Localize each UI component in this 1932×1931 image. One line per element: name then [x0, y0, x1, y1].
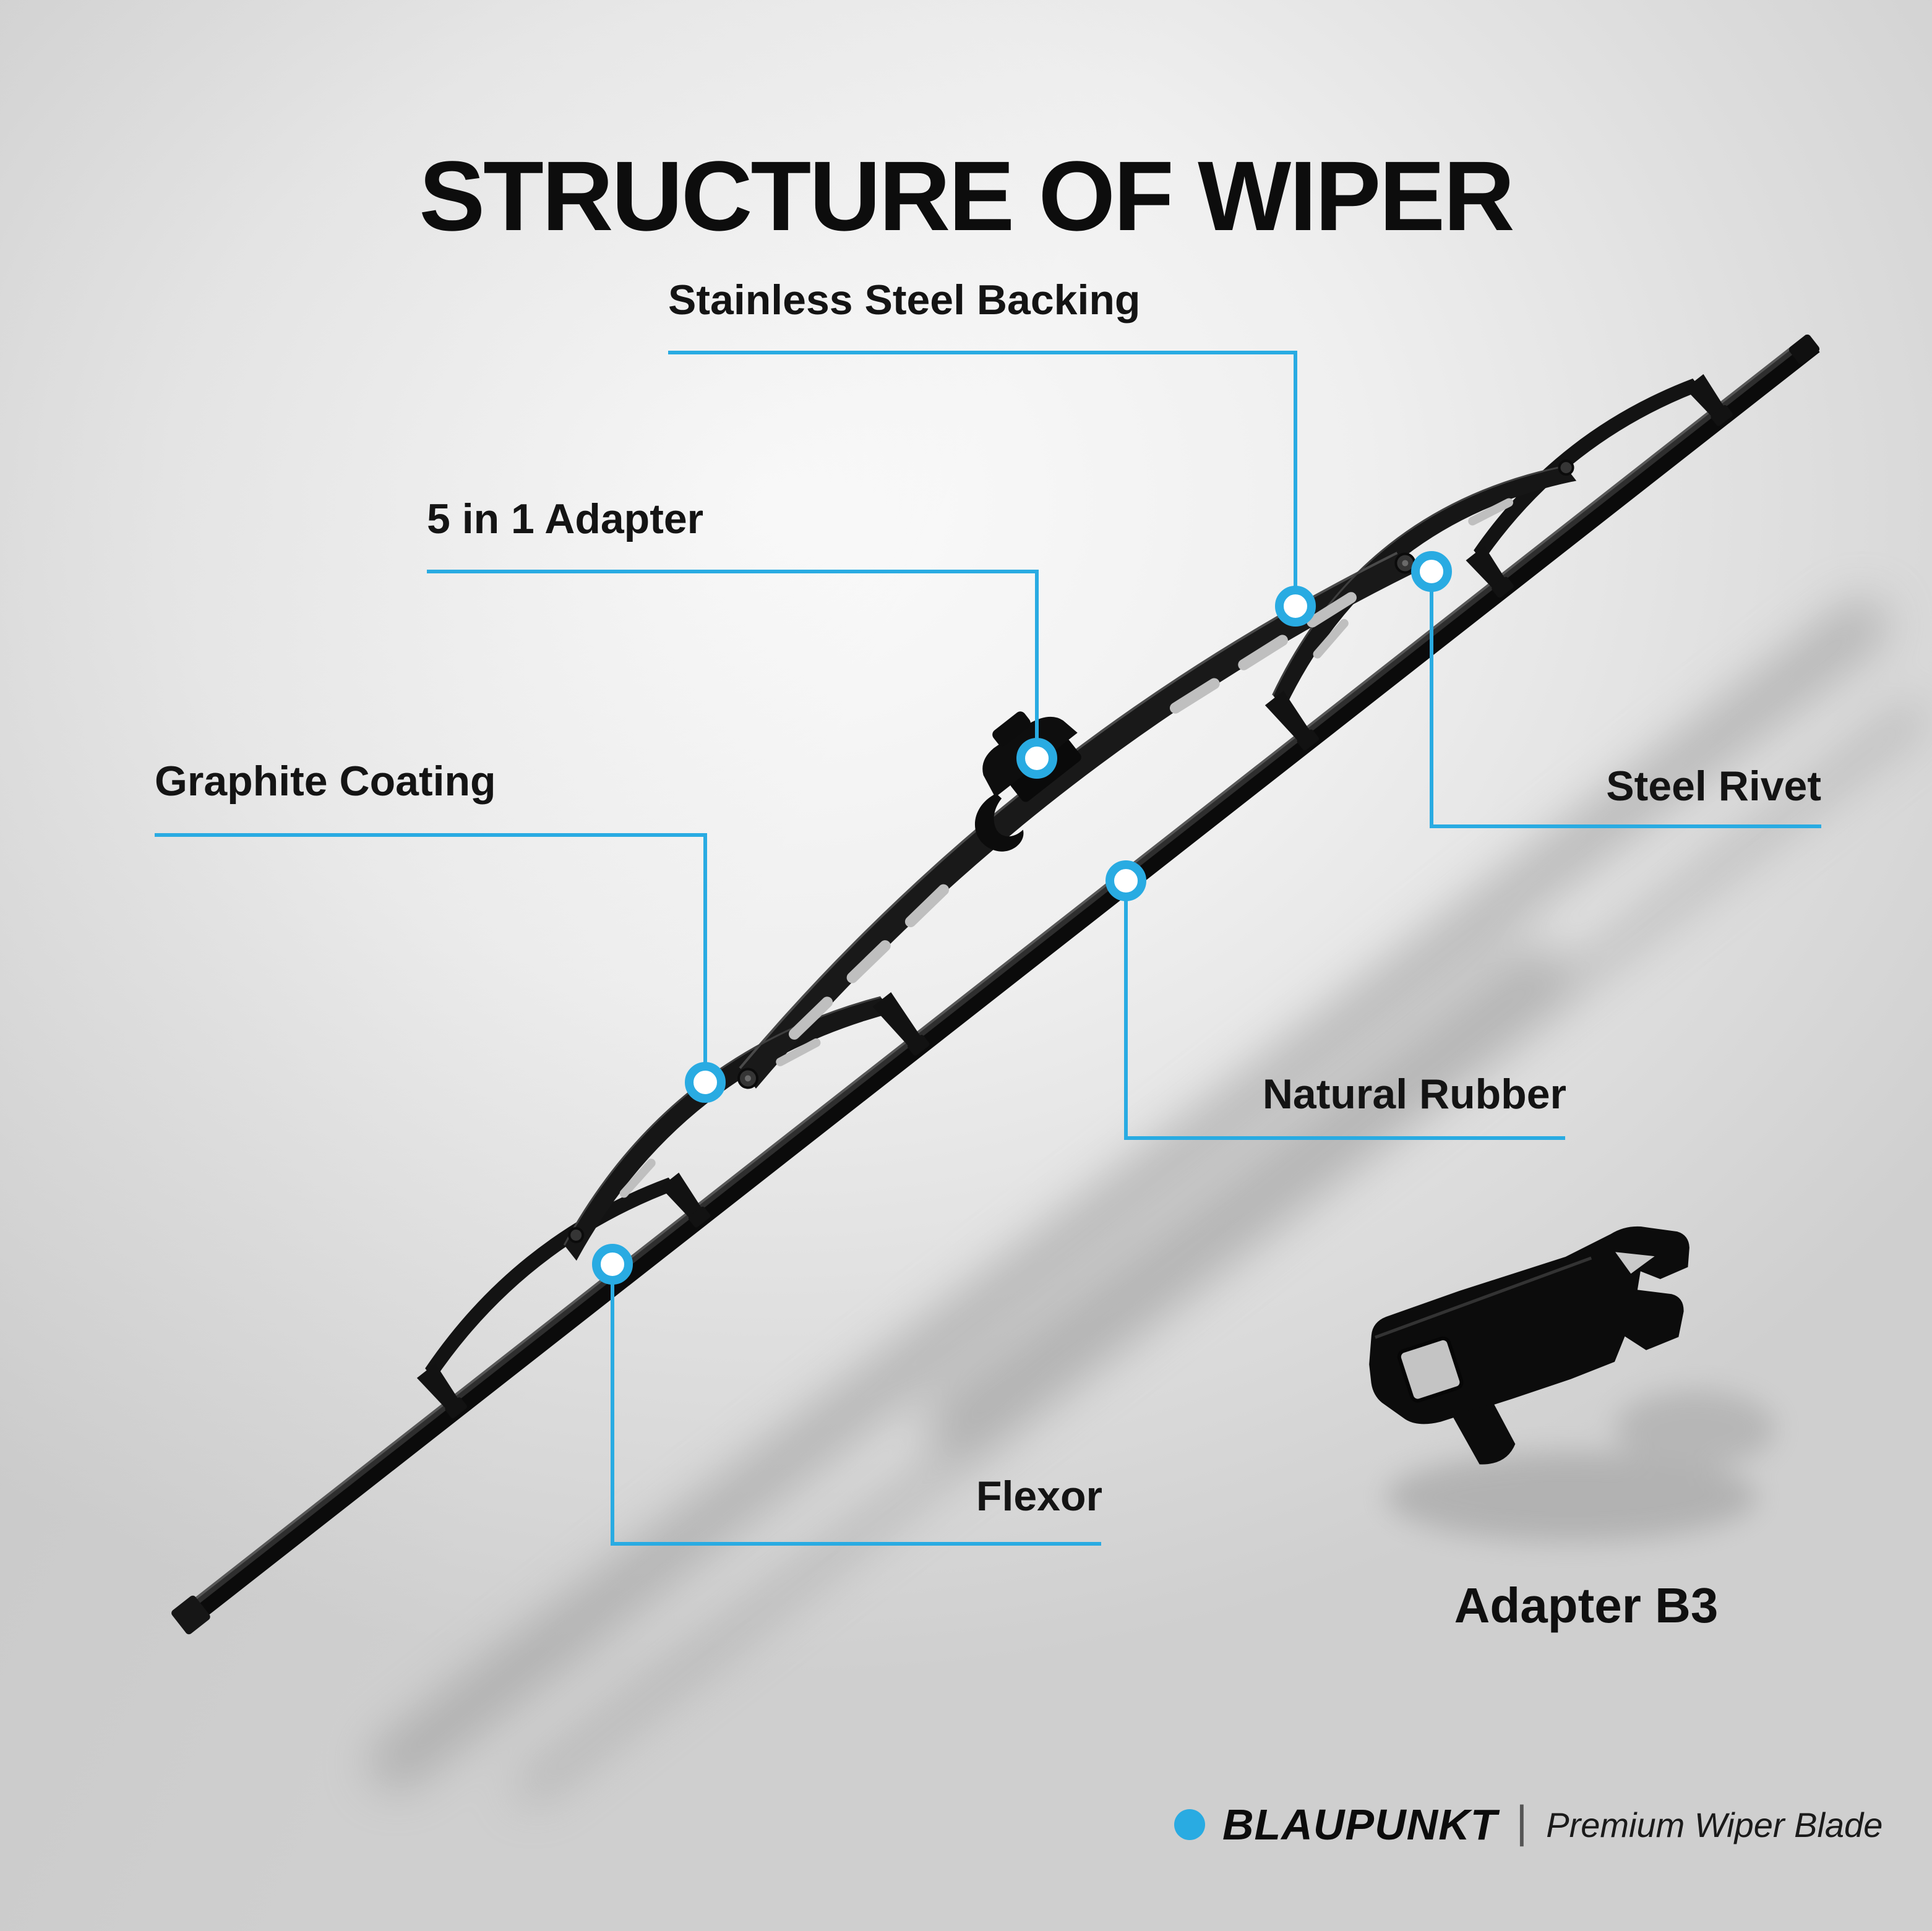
tertiary-yoke-left: [425, 1177, 678, 1381]
bracket-slots: [619, 498, 1513, 1198]
marker-dot-flexor: [592, 1244, 633, 1285]
callout-graphite-coating: Graphite Coating: [155, 758, 496, 805]
blaupunkt-dot-icon: [1174, 1809, 1205, 1840]
callout-5-in-1-adapter: 5 in 1 Adapter: [427, 495, 704, 542]
callout-natural-rubber: Natural Rubber: [1262, 1071, 1566, 1118]
leader-line-graphite: [155, 833, 707, 1082]
rivets: [568, 460, 1574, 1243]
adapter-b3-notch: [1615, 1252, 1655, 1274]
rubber-tip: [1788, 334, 1820, 364]
adapter-b3-hole: [1397, 1336, 1464, 1403]
adapter-b3-ridge: [1375, 1256, 1592, 1339]
callout-flexor: Flexor: [976, 1473, 1102, 1520]
leader-line-flexor: [611, 1264, 1101, 1546]
marker-dot-rivet: [1411, 551, 1452, 592]
brand-footer: BLAUPUNKT | Premium Wiper Blade: [1174, 1792, 1883, 1857]
callout-stainless-steel-backing: Stainless Steel Backing: [668, 276, 1141, 323]
claws: [416, 374, 1733, 1419]
leader-line-adapter5: [427, 570, 1039, 758]
brand-name: BLAUPUNKT: [1222, 1800, 1498, 1849]
footer-separator: |: [1516, 1797, 1528, 1847]
callout-steel-rivet: Steel Rivet: [1606, 763, 1821, 810]
steel-backing-strip: [175, 334, 1812, 1620]
adapter-b3-caption: Adapter B3: [1454, 1578, 1719, 1633]
brand-tagline: Premium Wiper Blade: [1546, 1805, 1883, 1844]
backing-highlight: [175, 334, 1808, 1616]
leader-line-rubber: [1124, 881, 1565, 1140]
adapter-b3-shadow: [1386, 1390, 1775, 1541]
leader-line-backing: [668, 351, 1297, 606]
rubber-end-clip: [171, 1595, 210, 1635]
adapter-b3-illustration: [1369, 1226, 1689, 1465]
tertiary-yoke-right: [1474, 379, 1702, 562]
yoke-right-highlight: [1272, 465, 1565, 696]
marker-dot-rubber: [1106, 860, 1146, 901]
marker-dot-adapter5: [1016, 738, 1057, 779]
marker-dot-graphite: [685, 1062, 726, 1103]
leader-line-rivet: [1430, 572, 1821, 828]
marker-dot-backing: [1275, 586, 1316, 627]
page-title: STRUCTURE OF WIPER: [419, 140, 1514, 252]
wiper-shadow: [369, 598, 1927, 1803]
adapter-b3-foot: [1452, 1403, 1516, 1465]
rubber-strip: [179, 340, 1820, 1631]
wiper-blade-illustration: [171, 334, 1820, 1635]
